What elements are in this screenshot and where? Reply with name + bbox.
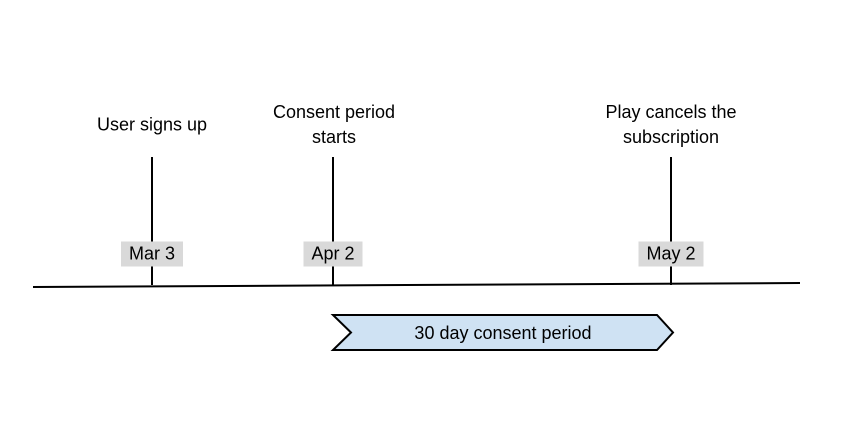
event-tick-line xyxy=(332,157,334,285)
event-date-badge: Apr 2 xyxy=(303,241,363,267)
event-date-badge: May 2 xyxy=(638,241,704,267)
consent-period-label: 30 day consent period xyxy=(414,323,592,343)
chevron-arrow-shape xyxy=(330,314,675,351)
event-label: Consent period starts xyxy=(272,102,396,147)
event-tick-line xyxy=(151,157,153,285)
event-date-badge: Mar 3 xyxy=(120,241,184,267)
event-tick-line xyxy=(670,157,672,285)
event-label: User signs up xyxy=(96,114,208,135)
event-label: Play cancels the subscription xyxy=(605,102,737,147)
timeline-axis-line xyxy=(32,282,801,288)
